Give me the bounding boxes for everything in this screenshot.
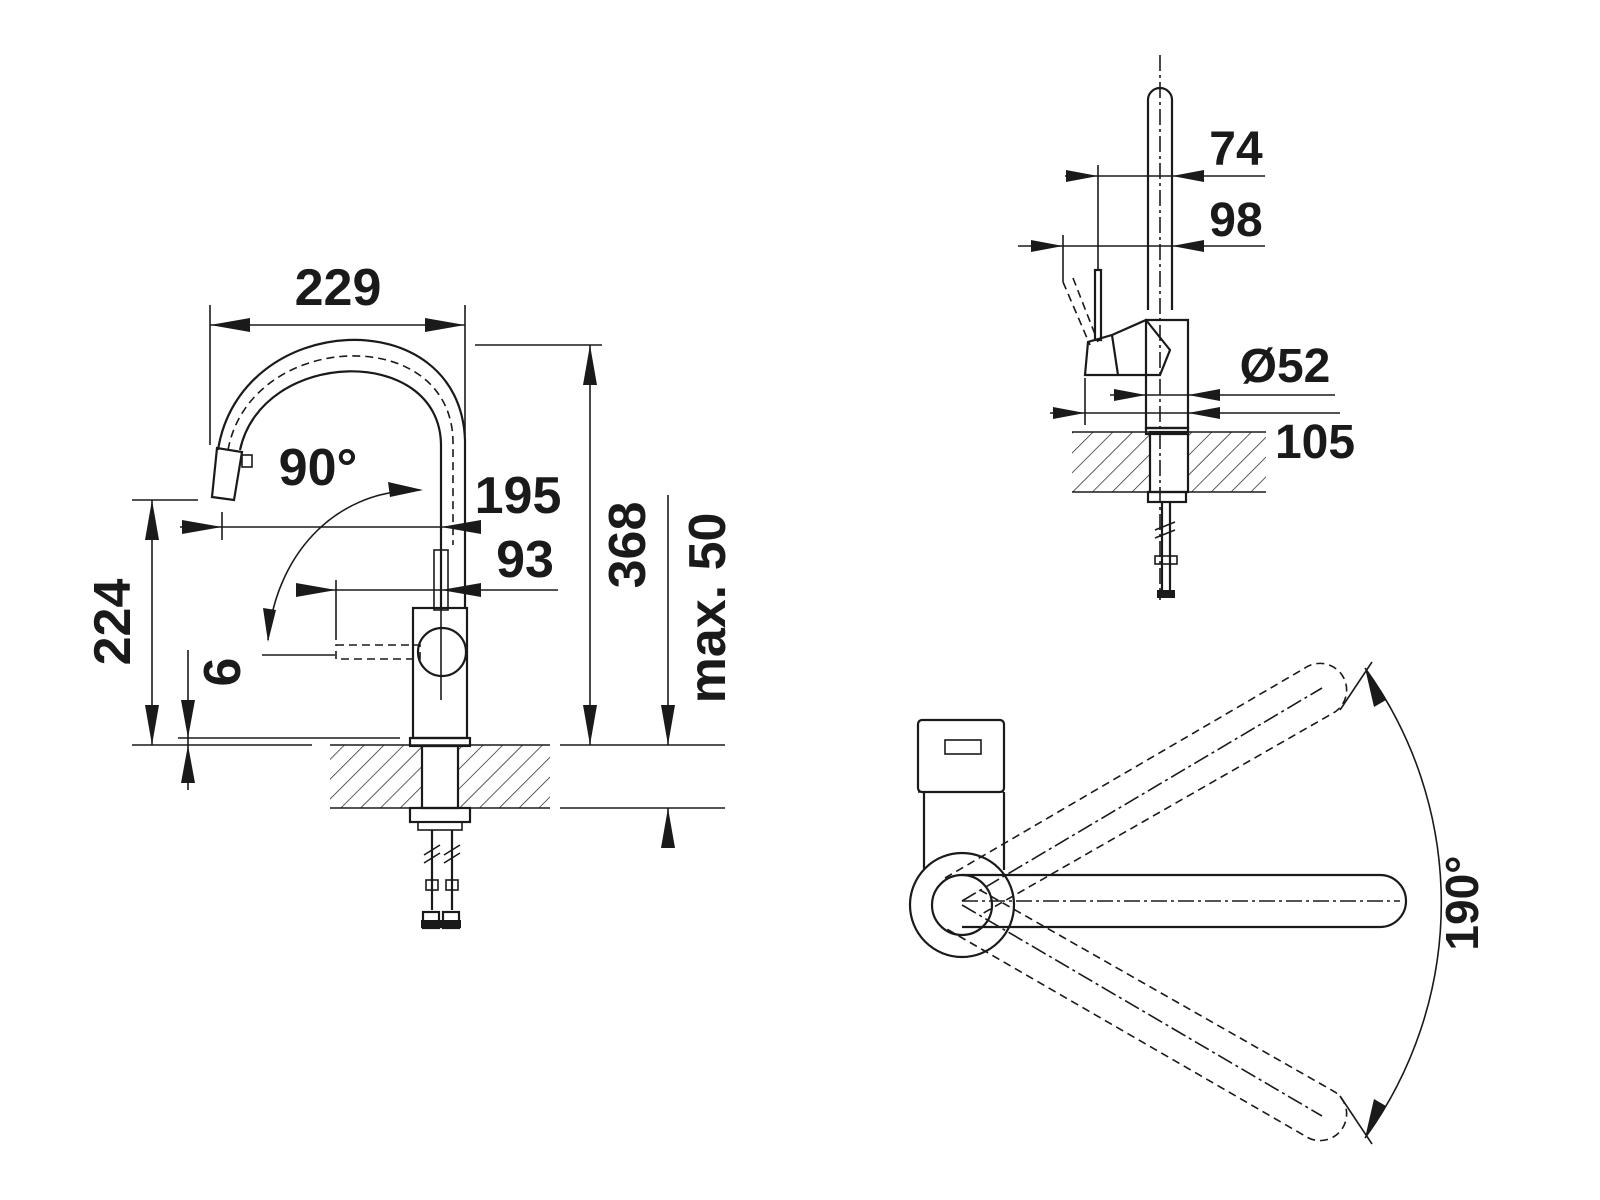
top-spout-center <box>962 873 1408 929</box>
front-view: 229 368 max. 50 224 6 195 <box>84 259 737 930</box>
front-spout-outer <box>216 338 467 608</box>
dim-98: 98 <box>1209 194 1262 247</box>
dim-368: 368 <box>599 502 657 589</box>
dim-diameter-52: Ø52 <box>1240 340 1331 393</box>
dim-229: 229 <box>295 259 382 317</box>
dim-105: 105 <box>1275 416 1355 469</box>
side-view: 74 98 Ø52 105 <box>1018 55 1355 600</box>
dim-6: 6 <box>194 658 252 687</box>
front-spout-inner <box>238 370 443 608</box>
front-worktop-hatch-left <box>330 745 422 808</box>
dim-74: 74 <box>1209 123 1263 176</box>
dim-224: 224 <box>84 579 142 666</box>
dim-93: 93 <box>496 531 554 589</box>
front-spout-centerline <box>227 355 454 545</box>
top-spout-rotated-upper <box>944 662 1348 916</box>
dim-190-degrees: 190° <box>1436 855 1488 950</box>
front-worktop-hatch-right <box>458 745 550 808</box>
dim-max-50: max. 50 <box>679 513 737 704</box>
top-view: 190° <box>908 661 1488 1145</box>
dim-90-degrees: 90° <box>279 439 358 497</box>
dim-195: 195 <box>475 467 562 525</box>
